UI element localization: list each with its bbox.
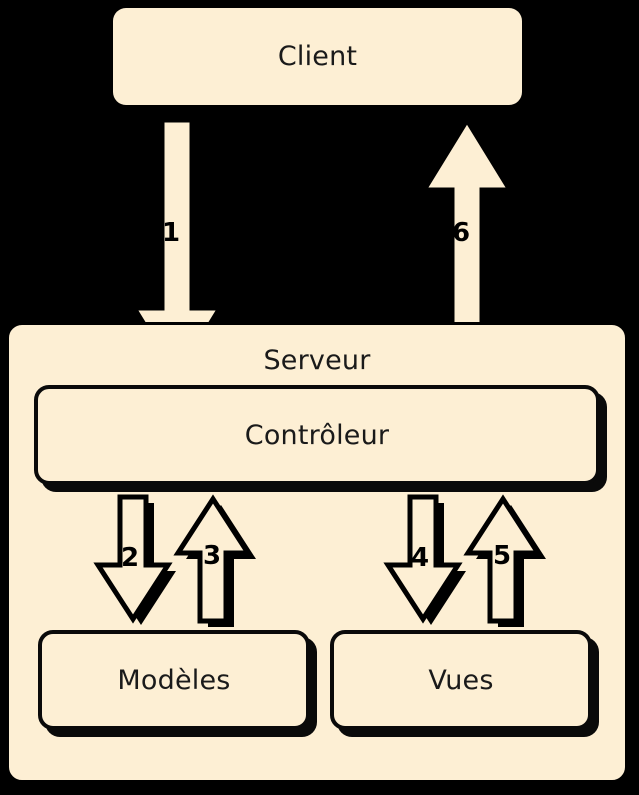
node-vues[interactable]: Vues bbox=[330, 630, 592, 730]
node-controleur[interactable]: Contrôleur bbox=[34, 385, 600, 485]
arrow-3-modeles-to-controleur bbox=[173, 494, 264, 631]
arrow-1-number: 1 bbox=[162, 218, 181, 248]
arrow-4-controleur-to-vues bbox=[383, 493, 474, 627]
node-client[interactable]: Client bbox=[113, 8, 522, 105]
node-serveur-label: Serveur bbox=[263, 345, 371, 376]
arrow-5-vues-to-controleur bbox=[463, 494, 554, 631]
arrow-4-number: 4 bbox=[411, 543, 430, 573]
node-modeles-label: Modèles bbox=[117, 664, 231, 696]
arrow-3-number: 3 bbox=[203, 541, 222, 571]
node-client-label: Client bbox=[277, 41, 358, 72]
node-vues-label: Vues bbox=[428, 664, 494, 696]
node-controleur-label: Contrôleur bbox=[244, 419, 390, 451]
node-modeles[interactable]: Modèles bbox=[38, 630, 310, 730]
arrow-5-number: 5 bbox=[493, 541, 512, 571]
arrow-2-controleur-to-modeles bbox=[93, 493, 184, 627]
arrow-6-number: 6 bbox=[452, 218, 471, 248]
arrow-2-number: 2 bbox=[121, 543, 140, 573]
